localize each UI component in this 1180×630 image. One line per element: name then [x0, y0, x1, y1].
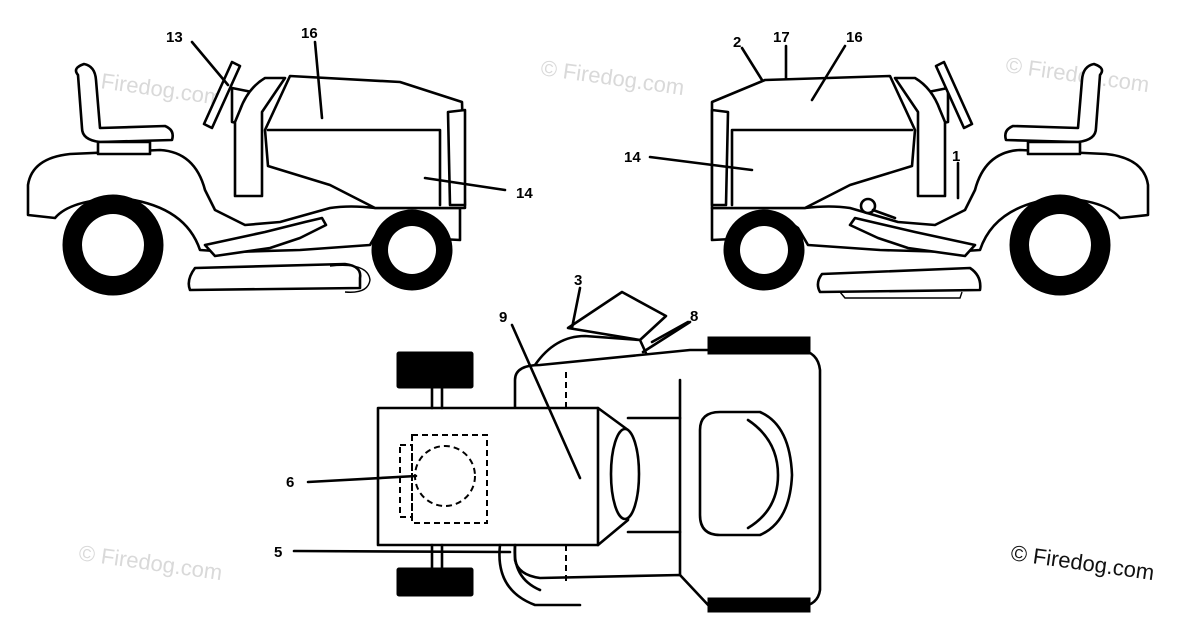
top-view: 3 8 9 6 5 [274, 272, 822, 613]
left-mower-steering-wheel [202, 60, 242, 130]
watermark-corner: © Firedog.com [1009, 540, 1156, 585]
right-mower-hood [710, 74, 917, 210]
right-mower-grille [710, 108, 730, 207]
right-mower-steering-wheel [934, 60, 974, 130]
callout-14-left: 14 [516, 185, 533, 202]
left-mower-hood [263, 74, 467, 210]
right-mower-side-view: 2 17 16 14 1 [624, 29, 1150, 299]
left-mower-grille [446, 108, 467, 207]
right-mower-front-wheel [723, 209, 805, 291]
left-mower-side-view: 13 16 14 [26, 25, 533, 296]
top-view-steering-wheel [566, 290, 668, 342]
top-view-rear-wheel-top [707, 336, 811, 355]
callout-17-right: 17 [773, 29, 790, 46]
callout-8-top: 8 [690, 308, 698, 325]
left-mower-rear-wheel [62, 194, 164, 296]
left-mower-seat [74, 62, 174, 144]
right-mower-seat [1004, 62, 1104, 144]
watermark-4: © Firedog.com [77, 540, 224, 585]
top-view-front-wheel-bottom [396, 567, 474, 597]
watermark-2: © Firedog.com [539, 55, 686, 100]
callout-16-right: 16 [846, 29, 863, 46]
watermark-1: © Firedog.com [77, 65, 224, 110]
left-mower-deck [187, 262, 362, 292]
callout-2-right: 2 [733, 34, 741, 51]
callout-3-top: 3 [574, 272, 582, 289]
top-view-dash [609, 427, 641, 521]
left-mower-footplate [203, 216, 328, 258]
callout-6-top: 6 [286, 474, 294, 491]
callout-13-left: 13 [166, 29, 183, 46]
callout-5-top: 5 [274, 544, 282, 561]
callout-9-top: 9 [499, 309, 507, 326]
watermark-3: © Firedog.com [1004, 52, 1151, 97]
callout-16-left: 16 [301, 25, 318, 42]
callout-14-right: 14 [624, 149, 641, 166]
callout-1-right: 1 [952, 148, 960, 165]
top-view-rear-wheel-bottom [707, 597, 811, 613]
left-mower-front-wheel [371, 209, 453, 291]
right-mower-rear-wheel [1009, 194, 1111, 296]
right-mower-footplate [848, 216, 977, 258]
top-view-front-wheel-top [396, 351, 474, 389]
right-mower-deck [816, 266, 982, 294]
